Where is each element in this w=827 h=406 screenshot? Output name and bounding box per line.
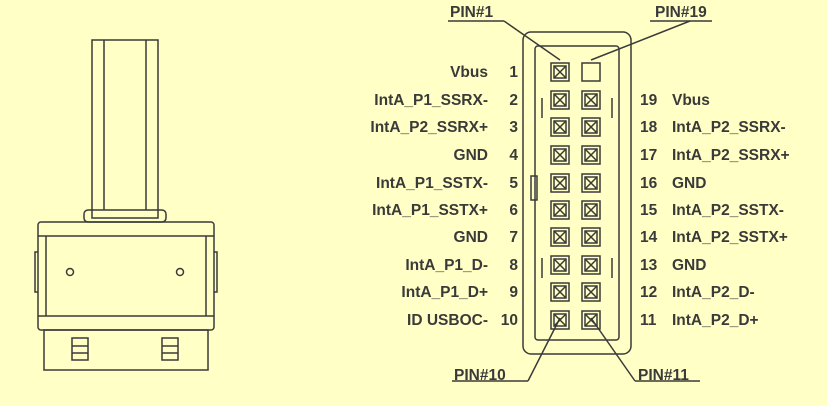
cable-body xyxy=(91,39,159,219)
pin1-callout: PIN#1 xyxy=(450,4,494,21)
pin-1-contact xyxy=(550,62,570,82)
pin-grid xyxy=(550,62,601,330)
pin-16-contact xyxy=(581,173,601,193)
pin-14-number: 14 xyxy=(640,229,658,246)
pin-14-contact xyxy=(581,227,601,247)
pin-19-number: 19 xyxy=(640,92,658,109)
pin-1-name: Vbus xyxy=(450,64,488,81)
pin-17-contact xyxy=(581,145,601,165)
pin-5-name: IntA_P1_SSTX- xyxy=(376,175,488,192)
pin10-leader xyxy=(527,317,561,382)
right-screw-hole xyxy=(175,267,185,277)
pin-13-name: GND xyxy=(672,257,707,274)
connector-housing xyxy=(522,31,632,355)
pin-6-name: IntA_P1_SSTX+ xyxy=(372,202,488,219)
pin-5-number: 5 xyxy=(509,175,518,192)
pin-15-contact xyxy=(581,200,601,220)
pin19-leader xyxy=(590,20,691,61)
pin-4-name: GND xyxy=(453,147,488,164)
pin-2-name: IntA_P1_SSRX- xyxy=(374,92,488,109)
pin-5-contact xyxy=(550,173,570,193)
pin10-callout: PIN#10 xyxy=(454,367,506,384)
pin-1-number: 1 xyxy=(509,64,518,81)
pin-3-number: 3 xyxy=(509,119,518,136)
pin-17-number: 17 xyxy=(640,147,658,164)
pin-11-name: IntA_P2_D+ xyxy=(672,312,759,329)
pin-3-contact xyxy=(550,117,570,137)
pin-9-number: 9 xyxy=(509,284,518,301)
pin-3-name: IntA_P2_SSRX+ xyxy=(370,119,488,136)
pin-15-name: IntA_P2_SSTX- xyxy=(672,202,784,219)
pin-8-number: 8 xyxy=(509,257,518,274)
pin-15-number: 15 xyxy=(640,202,658,219)
pin11-callout: PIN#11 xyxy=(638,367,689,384)
pin-19-contact xyxy=(581,90,601,110)
pin-12-number: 12 xyxy=(640,284,658,301)
pin-10-number: 10 xyxy=(500,312,518,329)
pin-12-contact xyxy=(581,282,601,302)
pin-10-name: ID USBOC- xyxy=(407,312,488,329)
pin-12-name: IntA_P2_D- xyxy=(672,284,755,301)
pin-4-contact xyxy=(550,145,570,165)
pin-8-contact xyxy=(550,255,570,275)
pin-9-name: IntA_P1_D+ xyxy=(401,284,488,301)
left-latch-window xyxy=(71,337,89,361)
pin-18-number: 18 xyxy=(640,119,658,136)
pin-7-contact xyxy=(550,227,570,247)
connector-cavity xyxy=(534,45,620,341)
pin1-leader xyxy=(503,20,561,61)
pin-18-contact xyxy=(581,117,601,137)
pin-18-name: IntA_P2_SSRX- xyxy=(672,119,786,136)
pin-16-number: 16 xyxy=(640,175,658,192)
pin-7-number: 7 xyxy=(509,229,518,246)
pin-9-contact xyxy=(550,282,570,302)
pin-13-number: 13 xyxy=(640,257,658,274)
pin-2-number: 2 xyxy=(509,92,518,109)
left-screw-hole xyxy=(65,267,75,277)
plug-tip xyxy=(43,329,209,371)
pin19-callout: PIN#19 xyxy=(655,4,707,21)
pin-19-name: Vbus xyxy=(672,92,710,109)
pin-7-name: GND xyxy=(453,229,488,246)
pin-11-number: 11 xyxy=(640,312,657,329)
pin-10-contact xyxy=(550,310,570,330)
pin-8-name: IntA_P1_D- xyxy=(405,257,488,274)
pin-11-contact xyxy=(581,310,601,330)
right-latch-window xyxy=(161,337,179,361)
pin-4-number: 4 xyxy=(509,147,518,164)
pin-6-number: 6 xyxy=(509,202,518,219)
pin11-leader xyxy=(590,317,636,382)
pin-2-contact xyxy=(550,90,570,110)
pin-17-name: IntA_P2_SSRX+ xyxy=(672,147,790,164)
key-notch xyxy=(530,175,538,201)
pin-16-name: GND xyxy=(672,175,707,192)
pin-13-contact xyxy=(581,255,601,275)
pin-14-name: IntA_P2_SSTX+ xyxy=(672,229,788,246)
pin-6-contact xyxy=(550,200,570,220)
key-pin-position xyxy=(581,62,601,82)
